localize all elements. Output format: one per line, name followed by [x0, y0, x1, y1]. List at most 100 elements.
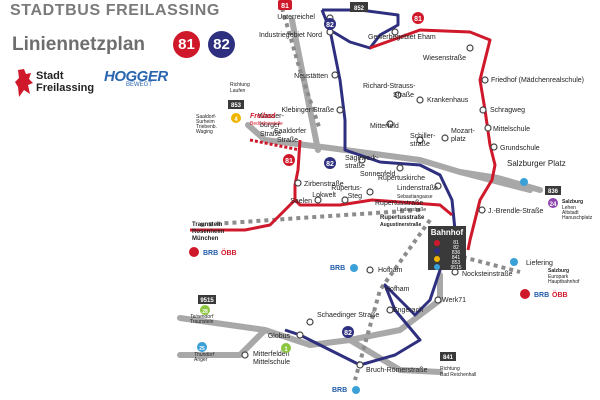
stop-mittelschule[interactable] — [484, 124, 492, 132]
stop-eham[interactable] — [391, 28, 399, 36]
badge-82-north — [324, 18, 336, 30]
dest-traunstein-2: Rosenheim — [192, 229, 224, 235]
label-saegewerk-2: straße — [345, 163, 365, 170]
route-82-south — [284, 249, 452, 367]
dest-salzburg-hbf-2: Europark — [548, 274, 569, 280]
label-mozart: Mozart- — [451, 128, 475, 135]
badge-852-text: 852 — [354, 6, 365, 12]
regional-line-anger — [177, 327, 268, 358]
badge-9515 — [198, 295, 216, 304]
stop-rupertus-steg[interactable] — [366, 188, 374, 196]
stop-krankenhaus[interactable] — [416, 96, 424, 104]
bahnhof-dot-4 — [434, 256, 440, 262]
stop-grundschule[interactable] — [490, 143, 498, 151]
dest-reichenhall-1: Richtung — [440, 366, 460, 372]
stop-friedhof[interactable] — [481, 76, 489, 84]
label-industriegebiet-nord: Industriegebiet Nord — [259, 32, 322, 39]
label-bruch: Bruch-Römerstraße — [366, 367, 428, 374]
stop-engerach[interactable] — [386, 306, 394, 314]
stop-mitterfelden[interactable] — [241, 351, 249, 359]
stop-neustaetten[interactable] — [331, 71, 339, 79]
route-81-freibad — [249, 138, 301, 152]
dest-salzburg-836-3: Altstadt — [562, 210, 579, 216]
label-saaldorfer-2: Straße — [277, 137, 298, 144]
badge-853 — [228, 100, 244, 109]
label-hofham-2: Hofham — [385, 286, 410, 293]
stop-werk71[interactable] — [434, 296, 442, 304]
bahnhof-route-3: 841 — [452, 255, 461, 261]
hogger-logo: HOGGER BEWEGT — [104, 68, 168, 98]
label-rupertusstrasse-b: Lindenstraße — [397, 207, 426, 213]
stop-richard-strauss[interactable] — [394, 91, 402, 99]
label-freibad-2: Bedürfnisstelle — [250, 121, 283, 127]
map-title: STADTBUS FREILASSING — [10, 2, 220, 19]
dest-laufen-1: Richtung — [230, 82, 250, 88]
label-werk71: Werk71 — [442, 297, 466, 304]
stop-hofham[interactable] — [366, 266, 374, 274]
badge-25-text: 25 — [199, 346, 205, 352]
label-globus: Globus — [268, 333, 291, 340]
badge-9515-text: 9515 — [200, 298, 214, 304]
label-rupertusstrasse-aug: Rupertusstraße — [380, 215, 425, 221]
badge-82-north-text: 82 — [326, 22, 334, 29]
dest-traunstein-1: Traunstein — [192, 222, 223, 228]
hogger-logo-tag: BEWEGT — [126, 82, 153, 88]
stop-mozart[interactable] — [441, 134, 449, 142]
stop-schiller[interactable] — [416, 136, 424, 144]
label-mittelschule: Mittelschule — [493, 126, 530, 133]
dest-salzburg-836-1: Salzburg — [562, 199, 583, 205]
brb-logo-west: BRB — [203, 250, 218, 257]
label-zirbenstrasse: Zirbenstraße — [304, 181, 344, 188]
stop-zirbenstrasse[interactable] — [294, 179, 302, 187]
stop-globus[interactable] — [296, 331, 304, 339]
badge-81-eham — [412, 12, 424, 24]
stop-brendle[interactable] — [478, 206, 486, 214]
bus-icon-center — [350, 264, 358, 272]
stop-rupertuskirche[interactable] — [396, 164, 404, 172]
stop-bruch[interactable] — [356, 361, 364, 369]
label-klebinger: Klebinger Straße — [281, 107, 334, 114]
badge-1 — [281, 343, 291, 353]
dest-salzburg-836-4: Hanuschplatz — [562, 215, 593, 221]
dest-laufen-2: Laufen — [230, 88, 246, 94]
dest-teisendorf-1: Teisendorf — [190, 314, 214, 320]
route-82-north — [320, 8, 400, 50]
label-schragweg: Schragweg — [490, 107, 525, 114]
stop-schaedinger[interactable] — [306, 318, 314, 326]
dest-saaldorf-4: Waging — [196, 129, 213, 135]
stop-schragweg[interactable] — [479, 106, 487, 114]
badge-853-text: 853 — [231, 103, 242, 109]
regional-line-841 — [347, 337, 443, 375]
rail-logos: BRB ÖBB BRB BRB ÖBB BRB — [189, 247, 568, 394]
dest-anger-2: Anger — [194, 357, 208, 363]
badge-25-liefering — [510, 258, 518, 266]
badge-836-text: 836 — [548, 189, 559, 195]
badge-24 — [548, 198, 558, 208]
label-schiller-2: straße — [410, 141, 430, 148]
badge-82-south-text: 82 — [344, 330, 352, 337]
stadt-logo-line1: Stadt — [36, 70, 64, 82]
stadt-logo-text: Stadt Freilassing — [36, 70, 94, 94]
label-wasserburger-2: burger — [260, 122, 281, 129]
rail-logo-east: BRB ÖBB — [520, 289, 568, 299]
bahnhof-station[interactable]: Bahnhof 81 82 836 841 853 9515 — [428, 226, 466, 271]
stop-klebinger[interactable] — [336, 106, 344, 114]
brb-logo-south: BRB — [332, 387, 347, 394]
stop-wiesenstrasse[interactable] — [466, 44, 474, 52]
brb-logo-east: BRB — [534, 292, 549, 299]
badge-4-text: 4 — [234, 117, 238, 123]
stop-mitterfeld[interactable] — [386, 120, 394, 128]
stop-lindenstrasse[interactable] — [434, 182, 442, 190]
stop-lokwelt[interactable] — [341, 196, 349, 204]
dest-traunstein-3: München — [192, 236, 219, 242]
bahnhof-dot-25 — [434, 264, 440, 270]
label-grundschule: Grundschule — [500, 145, 540, 152]
stop-saegewerk[interactable] — [358, 156, 366, 164]
label-liefering: Liefering — [526, 260, 553, 267]
label-rupertus-steg: Rupertus- — [331, 185, 362, 192]
label-lokwelt: Lokwelt — [312, 192, 336, 199]
badge-28 — [200, 305, 210, 315]
stop-saelen[interactable] — [314, 196, 322, 204]
bahnhof-route-5: 9515 — [450, 265, 461, 271]
badge-81-eham-text: 81 — [414, 16, 422, 23]
